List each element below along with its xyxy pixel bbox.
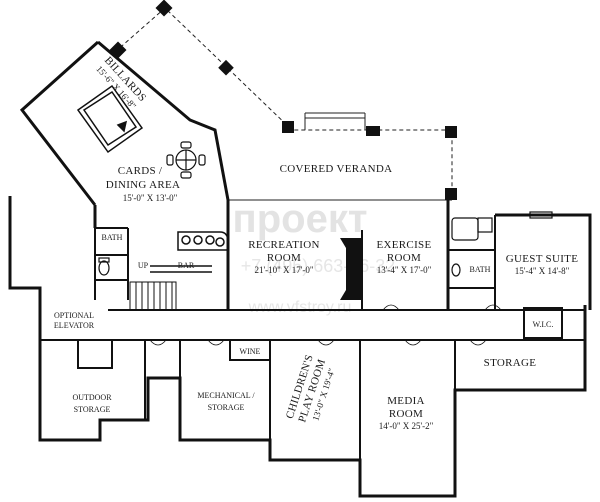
veranda-outline [114, 7, 453, 201]
recreation-label-2: ROOM [267, 252, 301, 264]
door-swings [149, 304, 502, 346]
elevator-label: OPTIONAL [54, 311, 94, 320]
bar-counter [150, 231, 229, 273]
exercise-label: EXERCISE [377, 239, 432, 251]
watermark-brand: проект [233, 197, 368, 241]
elevator-label-2: ELEVATOR [54, 321, 95, 330]
wine-label: WINE [240, 347, 261, 356]
exercise-dim: 13'-4" X 17'-0" [377, 265, 432, 275]
dining-table [166, 141, 206, 179]
storage-label: STORAGE [484, 357, 537, 369]
dining-label: DINING AREA [106, 179, 181, 191]
bath-left-label: BATH [102, 233, 123, 242]
guest-suite-label: GUEST SUITE [506, 253, 578, 265]
exercise-label-2: ROOM [387, 252, 421, 264]
cards-dim: 15'-0" X 13'-0" [123, 193, 178, 203]
interior-walls [40, 215, 585, 460]
media-room-label-2: ROOM [389, 408, 423, 420]
bath-right-label: BATH [470, 265, 491, 274]
recreation-dim: 21'-10" X 17'-0" [254, 265, 313, 275]
fireplace [340, 238, 362, 300]
room-labels: BILLARDS 15'-6" X 16'-8" CARDS / DINING … [54, 54, 578, 431]
mechanical-label: MECHANICAL / [197, 391, 255, 400]
outdoor-storage-label-2: STORAGE [74, 405, 111, 414]
guest-suite-dim: 15'-4" X 14'-8" [515, 266, 570, 276]
plumbing-fixtures [98, 211, 553, 277]
media-room-label: MEDIA [387, 395, 425, 407]
recreation-label: RECREATION [248, 239, 319, 251]
bar-label: BAR [178, 261, 195, 270]
mechanical-label-2: STORAGE [208, 403, 245, 412]
billiards-wing [19, 40, 230, 228]
outdoor-storage-label: OUTDOOR [72, 393, 112, 402]
billiard-table [76, 84, 144, 154]
veranda-label: COVERED VERANDA [280, 163, 393, 175]
wic-label: W.I.C. [533, 320, 554, 329]
stairs-up-label: UP [138, 261, 149, 270]
cards-label: CARDS / [118, 165, 163, 177]
stairs [129, 281, 177, 311]
media-room-dim: 14'-0" X 25'-2" [379, 421, 434, 431]
watermark-site: www.vfstroy.ru [248, 299, 352, 316]
watermark: проект +7 (495) 663-66-32 www.vfstroy.ru [233, 197, 396, 316]
